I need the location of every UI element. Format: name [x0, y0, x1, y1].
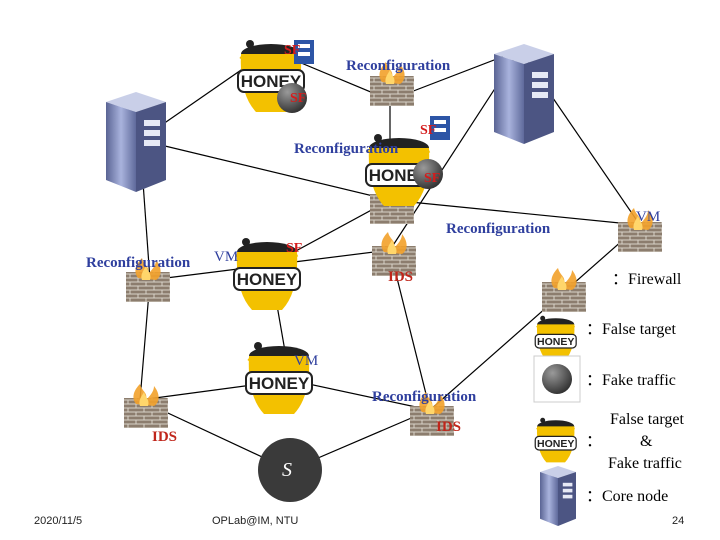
reconfiguration-label: Reconfiguration [86, 255, 191, 271]
reconfiguration-label: Reconfiguration [372, 389, 477, 405]
legend-core-node-icon [540, 466, 576, 526]
shield-flag-icon [430, 116, 450, 140]
legend-combo-line1: False target [610, 411, 684, 428]
footer-page-number: 24 [672, 515, 685, 527]
server-tower-icon [106, 92, 166, 192]
vm-label: VM [214, 249, 239, 265]
firewall-brick-icon [124, 384, 168, 428]
reconfiguration-label: Reconfiguration [294, 141, 399, 157]
legend-firewall-text: ：Firewall [612, 271, 682, 288]
reconfiguration-label: Reconfiguration [346, 58, 451, 74]
legend-firewall-icon [542, 268, 586, 312]
legend-combo-line2: & [640, 433, 653, 450]
source-node [258, 438, 322, 502]
footer-date: 2020/11/5 [34, 515, 83, 527]
ids-label: IDS [388, 269, 414, 285]
vm-label: VM [636, 209, 661, 225]
legend-core-node-text: ：Core node [586, 488, 669, 505]
vm-label: VM [294, 353, 319, 369]
footer-lab: OPLab@IM, NTU [212, 515, 299, 527]
legend-fake-traffic-text: ：Fake traffic [586, 372, 676, 389]
source-node-label: S [282, 459, 292, 481]
legend-combo-icon [533, 416, 578, 464]
sf-label: SF [424, 171, 441, 186]
legend-false-target-icon [533, 314, 578, 362]
ids-label: IDS [152, 429, 178, 445]
server-tower-icon [494, 44, 554, 144]
legend-false-target-text: ：False target [586, 321, 676, 338]
legend-combo-line3: Fake traffic [608, 455, 682, 472]
ids-label: IDS [436, 419, 462, 435]
shield-flag-icon [294, 40, 314, 64]
legend-combo-colon: ： [586, 433, 603, 450]
sf-label: SF [290, 91, 307, 106]
sf-label: SF [286, 241, 303, 256]
sf-label: SF [284, 43, 301, 58]
reconfiguration-label: Reconfiguration [446, 221, 551, 237]
sf-label: SF [420, 123, 437, 138]
legend-fake-traffic-icon [533, 355, 581, 403]
